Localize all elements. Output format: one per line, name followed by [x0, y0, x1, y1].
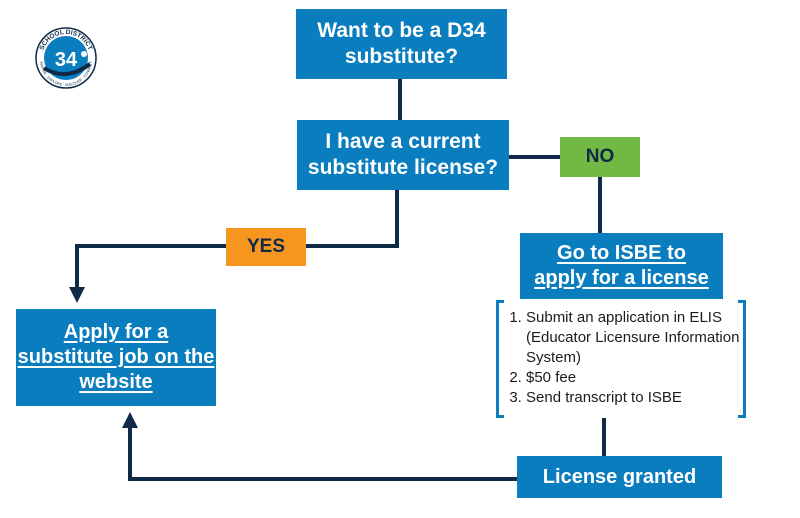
apply-link-label[interactable]: Apply for a substitute job on the websit…	[17, 321, 215, 393]
connector-question-to-yes	[306, 190, 399, 248]
logo-number: 34	[55, 49, 78, 71]
no-label: NO	[585, 146, 615, 168]
license-granted-label: License granted	[542, 465, 697, 488]
start-node: Want to be a D34 substitute?	[296, 9, 507, 79]
license-question-label: I have a current substitute license?	[307, 129, 499, 179]
isbe-link-line1[interactable]: Go to ISBE to	[557, 242, 686, 264]
start-label: Want to be a D34 substitute?	[317, 18, 486, 68]
step-item: Submit an application in ELIS (Educator …	[526, 308, 746, 368]
isbe-link-node[interactable]: Go to ISBE to apply for a license	[520, 233, 723, 299]
yes-label: YES	[246, 236, 286, 258]
steps-bracket-left	[496, 300, 504, 418]
isbe-link-line2[interactable]: apply for a license	[534, 267, 709, 289]
apply-link-node[interactable]: Apply for a substitute job on the websit…	[16, 309, 216, 406]
yes-node: YES	[226, 228, 306, 266]
application-steps: Submit an application in ELIS (Educator …	[496, 300, 746, 418]
connector-yes-to-apply	[69, 244, 226, 303]
license-question-node: I have a current substitute license?	[297, 120, 509, 190]
district-logo: SCHOOL DISTRICT 34 INSPIRE · EXPLORE · D…	[35, 27, 97, 89]
step-item: Send transcript to ISBE	[526, 388, 746, 408]
license-granted-node: License granted	[517, 456, 722, 498]
steps-list: Submit an application in ELIS (Educator …	[496, 308, 746, 408]
step-item: $50 fee	[526, 368, 746, 388]
connector-granted-to-apply	[122, 412, 517, 481]
steps-bracket-right	[738, 300, 746, 418]
no-node: NO	[560, 137, 640, 177]
